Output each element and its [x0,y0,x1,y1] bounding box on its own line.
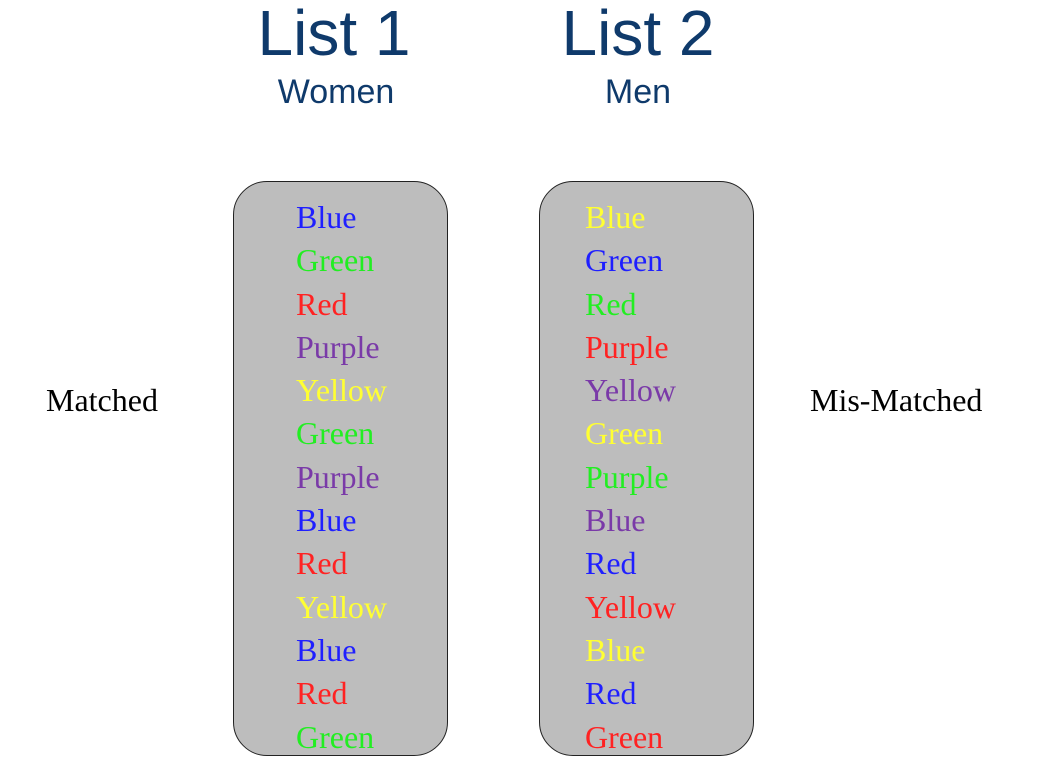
word-item: Purple [585,458,669,495]
mismatched-label: Mis-Matched [810,382,983,418]
word-item: Red [296,285,348,322]
word-item: Green [585,415,664,452]
word-item: Green [296,718,375,755]
word-item: Blue [296,199,357,235]
word-item: Green [585,718,664,755]
word-item: Yellow [585,372,676,409]
word-item: Yellow [585,588,676,625]
word-item: Yellow [296,588,387,625]
word-item: Red [585,285,637,322]
word-item: Green [585,242,664,279]
word-item: Red [296,675,348,712]
word-item: Red [585,545,637,582]
word-item: Blue [585,199,646,235]
word-item: Purple [296,458,380,495]
word-item: Red [296,545,348,582]
word-item: Purple [296,328,380,365]
matched-label: Matched [46,382,158,418]
list-2-subtitle: Men [604,73,672,111]
word-item: Blue [585,502,646,539]
word-item: Green [296,415,375,452]
word-item: Yellow [296,372,387,409]
word-item: Green [296,242,375,279]
list-1-title: List 1 [257,0,411,69]
word-item: Blue [296,502,357,539]
word-item: Purple [585,328,669,365]
list-1-subtitle: Women [277,73,395,111]
word-item: Red [585,675,637,712]
list-2-title: List 2 [561,0,715,69]
word-item: Blue [585,631,646,668]
word-item: Blue [296,631,357,668]
